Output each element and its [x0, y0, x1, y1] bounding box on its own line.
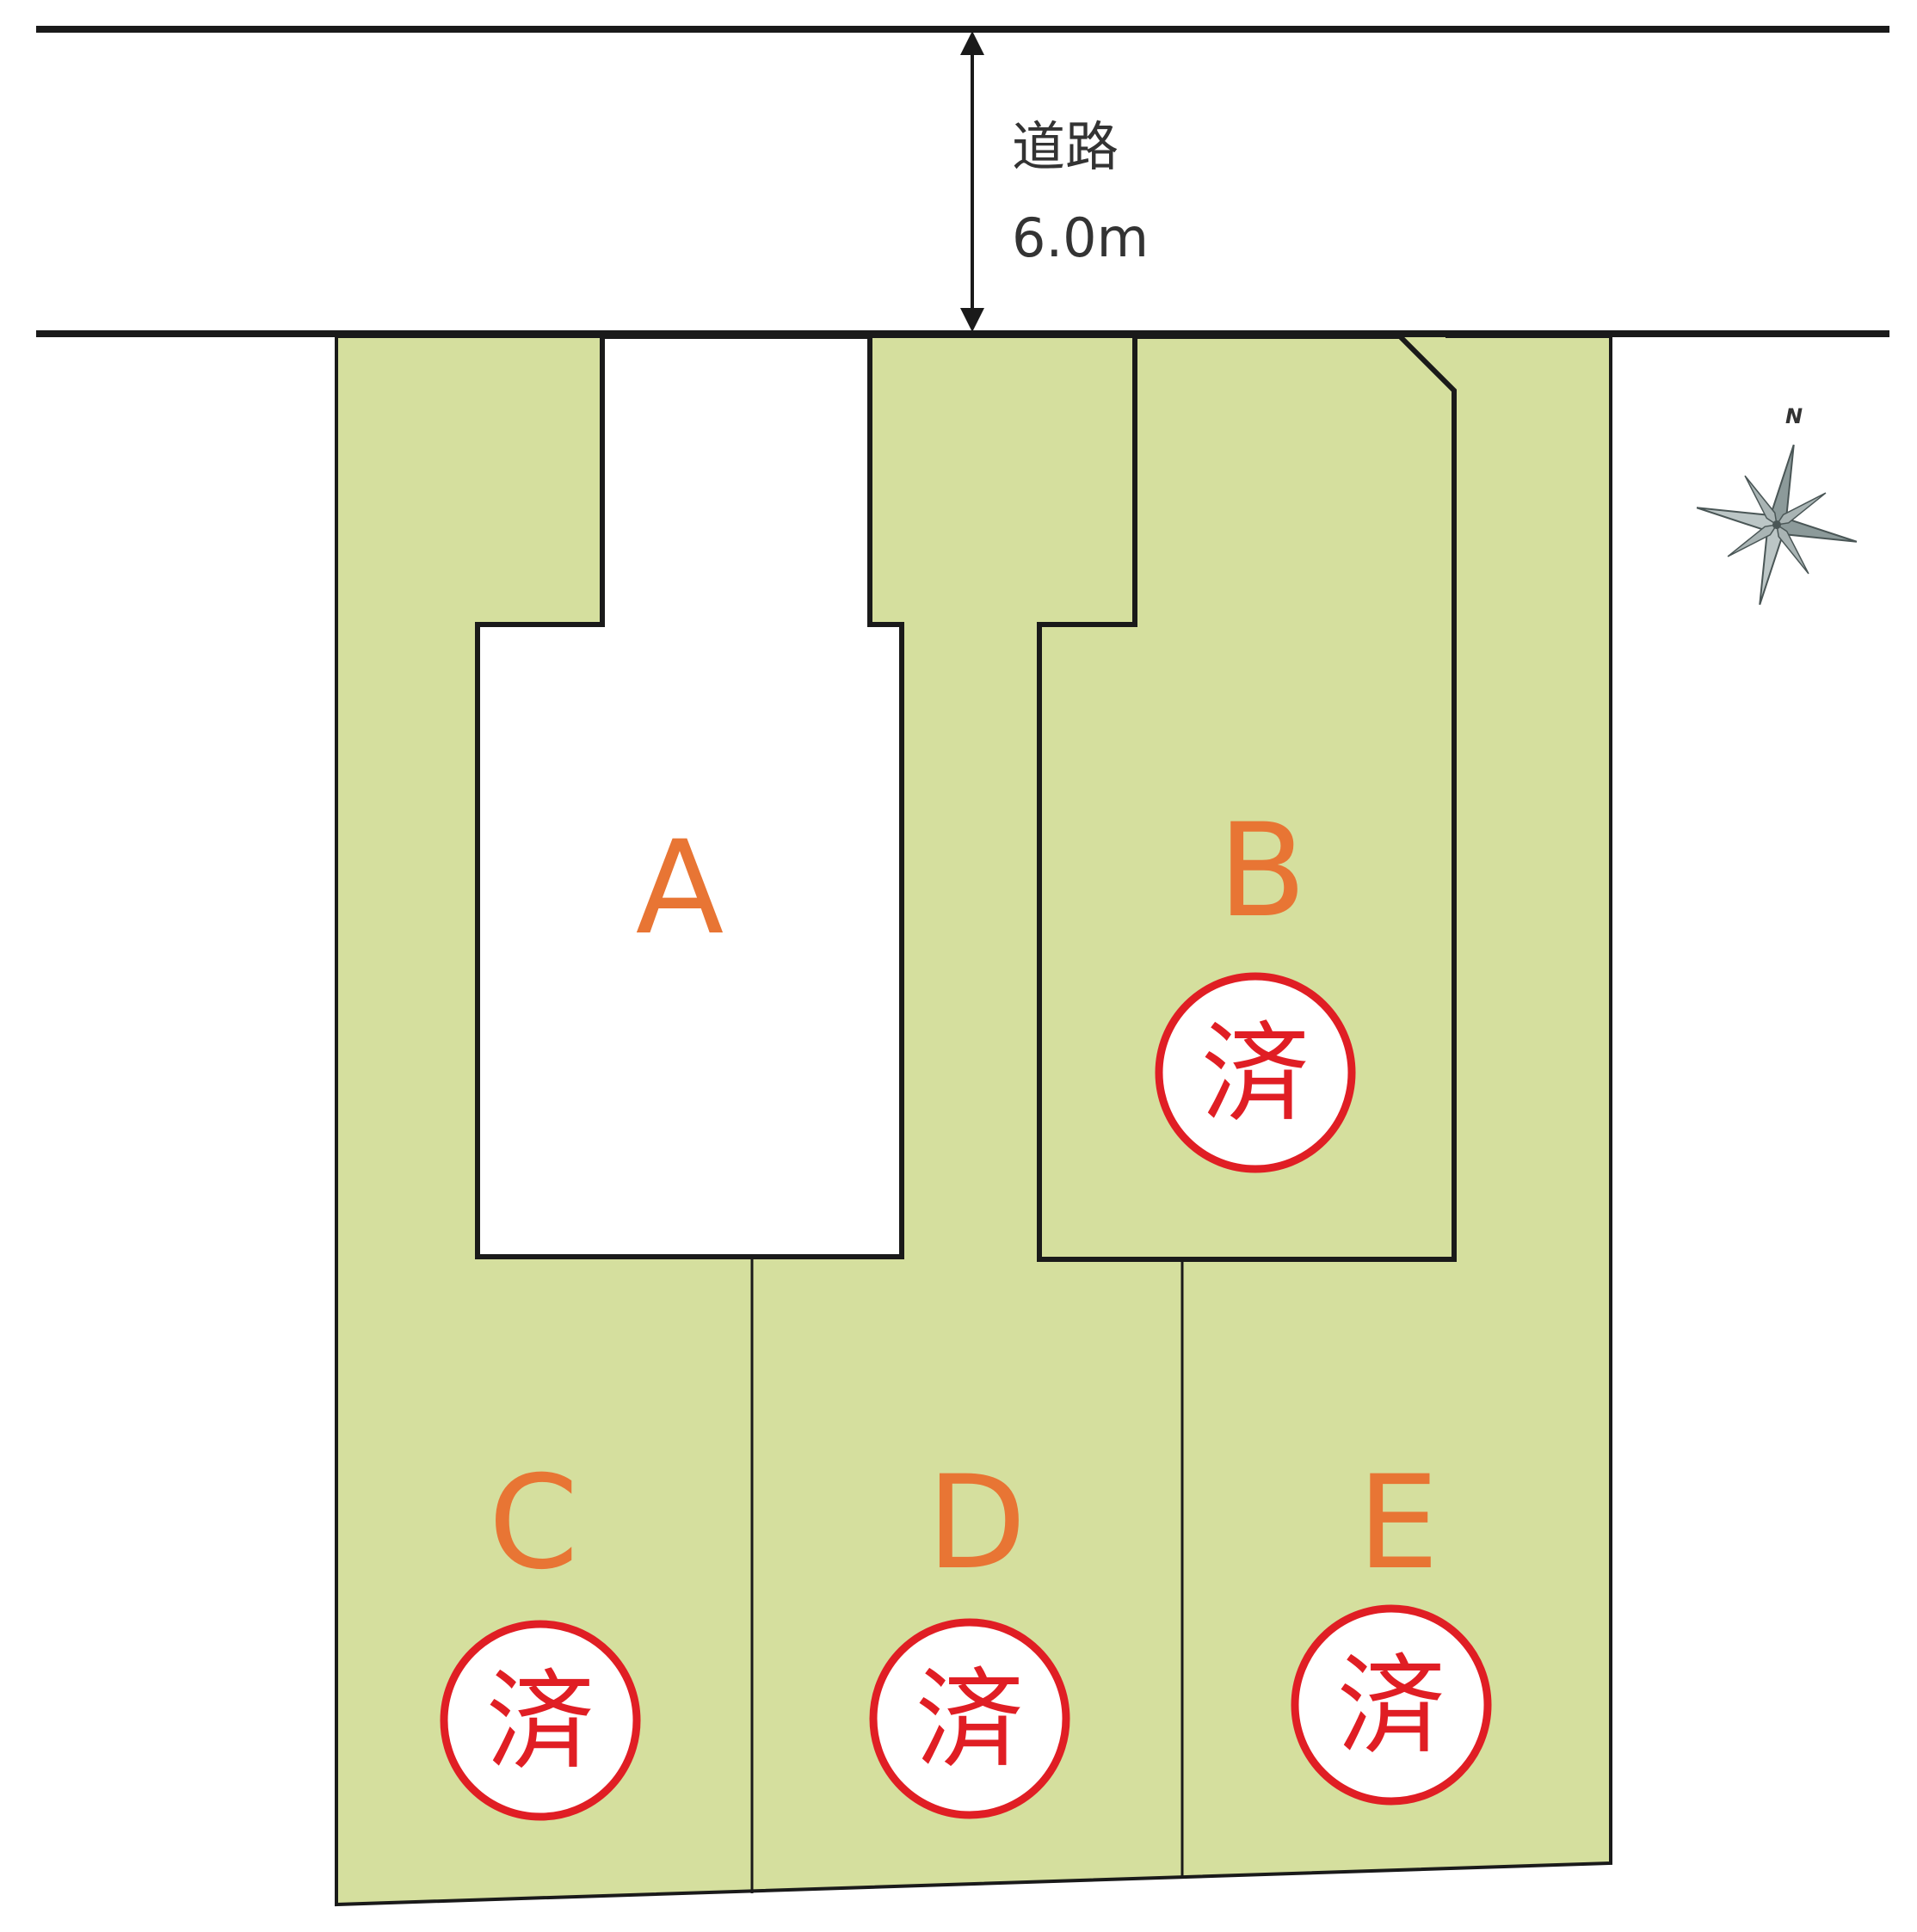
sold-stamp-d: 済: [869, 1618, 1070, 1819]
lot-label-c: C: [489, 1449, 579, 1598]
lot-label-b: B: [1218, 797, 1307, 946]
sold-stamp-b-text: 済: [1201, 1011, 1310, 1137]
sold-stamp-c-text: 済: [486, 1658, 595, 1785]
sold-stamp-c: 済: [440, 1620, 641, 1821]
lot-label-e: E: [1358, 1449, 1439, 1598]
lot-label-d: D: [927, 1449, 1026, 1598]
sold-stamp-e: 済: [1291, 1604, 1492, 1806]
lot-b-shape[interactable]: [1037, 334, 1457, 1262]
sold-stamp-b: 済: [1155, 972, 1356, 1173]
road-name: 道路: [1012, 115, 1119, 178]
lot-a-shape[interactable]: [475, 334, 904, 1259]
compass-north-label: N: [1785, 404, 1803, 428]
sold-stamp-e-text: 済: [1337, 1643, 1445, 1769]
lot-label-a: A: [636, 814, 724, 963]
compass-rose-icon: [1696, 444, 1858, 606]
sold-stamp-d-text: 済: [915, 1657, 1024, 1783]
road-width: 6.0m: [1012, 206, 1149, 269]
